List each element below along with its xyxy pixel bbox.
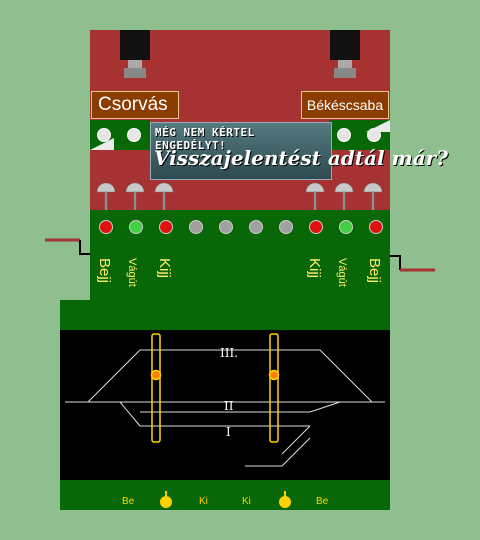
switch-left [151, 333, 161, 443]
bell-icon [334, 182, 354, 193]
signal-head-right [330, 30, 360, 60]
bell-icon [305, 182, 325, 193]
signal-head-left [120, 30, 150, 60]
button-be-right[interactable]: Be [316, 496, 329, 507]
station-label-right: Békéscsaba [301, 91, 389, 119]
lamp-bejj-right [369, 220, 383, 234]
indicator-strip-ticks [90, 120, 390, 150]
track-diagram-panel [60, 330, 390, 480]
switch-right [269, 333, 279, 443]
button-ki-left[interactable]: Ki [199, 496, 208, 507]
station-label-left: Csorvás [91, 91, 179, 119]
button-vagut-right[interactable]: Vágút [336, 258, 348, 287]
lever-icon-left[interactable] [158, 490, 174, 510]
lamp-neutral [249, 220, 263, 234]
lamp-vagut-right [339, 220, 353, 234]
signal-base-left [128, 60, 142, 68]
button-bejj-right[interactable]: Bejj [366, 258, 383, 284]
control-panel-lower [60, 300, 390, 330]
warning-line-2: Visszajelentést adtál már? [154, 146, 448, 170]
lamp-row [90, 220, 390, 236]
switch-lamp-left[interactable] [150, 369, 162, 381]
track-diagram [65, 333, 385, 467]
signal-mount-right [334, 68, 356, 78]
lamp-vagut-left [129, 220, 143, 234]
bell-row [96, 182, 383, 210]
button-be-left[interactable]: Be [122, 496, 135, 507]
signal-base-right [338, 60, 352, 68]
button-kijj-right[interactable]: Kijj [306, 258, 323, 279]
track-label-ii: II [224, 399, 234, 413]
side-wires [45, 238, 435, 272]
warning-banner: MÉG NEM KÉRTEL ENGEDÉLYT! Visszajelentés… [150, 122, 448, 180]
bell-icon [363, 182, 383, 193]
lever-icon-right[interactable] [277, 490, 293, 510]
lamp-neutral [219, 220, 233, 234]
indicator-light [337, 128, 351, 142]
control-panel-bottom [60, 480, 390, 510]
lamp-neutral [279, 220, 293, 234]
lamp-kijj-left [159, 220, 173, 234]
track-label-iii: III. [220, 346, 239, 360]
track-label-i: I [226, 425, 231, 439]
lamp-bejj-left [99, 220, 113, 234]
lamp-neutral [189, 220, 203, 234]
button-bejj-left[interactable]: Bejj [96, 258, 113, 284]
button-ki-right[interactable]: Ki [242, 496, 251, 507]
signal-mount-left [124, 68, 146, 78]
bell-icon [125, 182, 145, 193]
indicator-light [127, 128, 141, 142]
warning-line-1: MÉG NEM KÉRTEL ENGEDÉLYT! [155, 126, 255, 152]
button-kijj-left[interactable]: Kijj [156, 258, 173, 279]
bell-icon [154, 182, 174, 193]
indicator-light [97, 128, 111, 142]
button-vagut-left[interactable]: Vágút [126, 258, 138, 287]
bell-icon [96, 182, 116, 193]
switch-lamp-right[interactable] [268, 369, 280, 381]
lamp-kijj-right [309, 220, 323, 234]
